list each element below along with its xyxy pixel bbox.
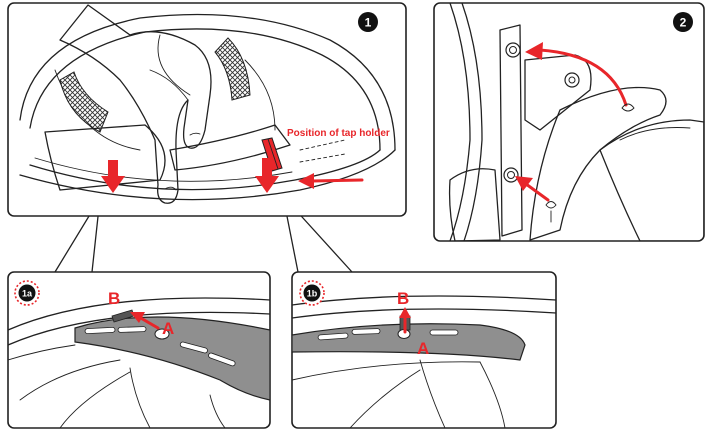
tap-holder-callout: Position of tap holder: [287, 128, 390, 139]
label-b-1a: B: [108, 289, 120, 308]
detail-1b-number: 1b: [307, 289, 318, 299]
panel-step-2: 2: [434, 3, 704, 241]
panel-step-1: Position of tap holder 1: [8, 3, 406, 216]
panel-detail-1a: 1a B A: [8, 272, 270, 428]
label-a-1b: A: [417, 339, 429, 358]
panel-detail-1b: 1b B A: [292, 272, 556, 428]
label-b-1b: B: [397, 289, 409, 308]
step-1-number: 1: [365, 16, 372, 30]
detail-1a-number: 1a: [22, 289, 33, 299]
label-a-1a: A: [162, 319, 174, 338]
step-2-number: 2: [680, 16, 687, 30]
